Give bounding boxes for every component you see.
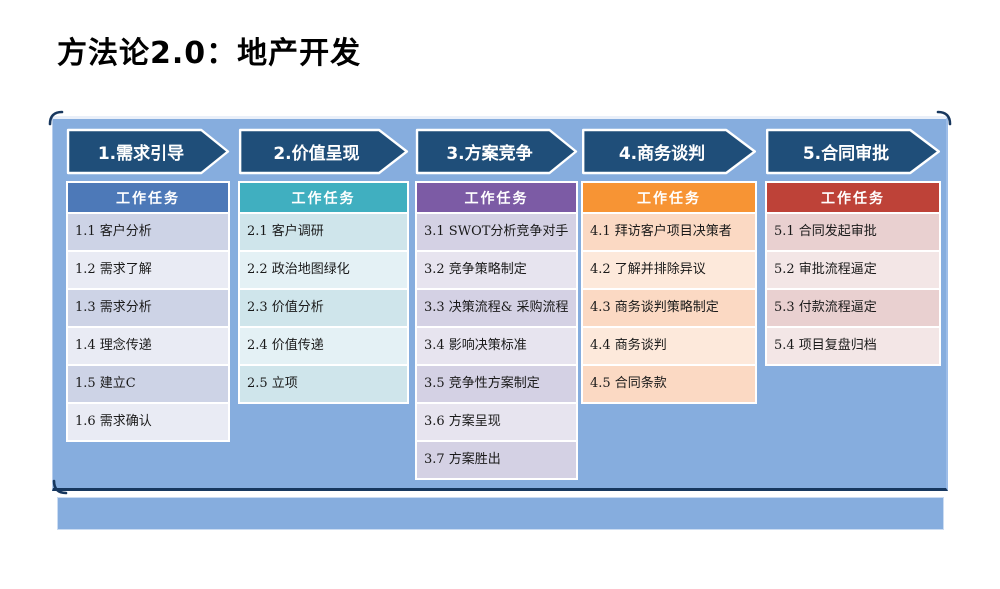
task-row: 1.6 需求确认	[68, 404, 228, 440]
task-row: 5.1 合同发起审批	[767, 214, 939, 250]
corner-flourish-icon	[48, 110, 64, 126]
task-row: 1.5 建立C	[68, 366, 228, 402]
task-row: 2.1 客户调研	[240, 214, 407, 250]
arrow-shape-icon	[66, 128, 230, 175]
tasks-list: 工作任务 2.1 客户调研 2.2 政治地图绿化 2.3 价值分析 2.4 价值…	[238, 181, 409, 404]
task-row: 3.2 竞争策略制定	[417, 252, 576, 288]
arrow-shape-icon	[765, 128, 941, 175]
stage-arrow-label: 2.价值呈现	[273, 144, 360, 164]
task-row: 1.2 需求了解	[68, 252, 228, 288]
task-row: 2.4 价值传递	[240, 328, 407, 364]
task-row: 1.1 客户分析	[68, 214, 228, 250]
arrow-shape-icon	[581, 128, 757, 175]
tasks-list: 工作任务 4.1 拜访客户项目决策者 4.2 了解并排除异议 4.3 商务谈判策…	[581, 181, 757, 404]
task-row: 3.6 方案呈现	[417, 404, 576, 440]
tasks-header-bar: 工作任务	[583, 183, 755, 212]
stage-arrow: 5.合同审批	[765, 128, 941, 175]
tasks-list: 工作任务 1.1 客户分析 1.2 需求了解 1.3 需求分析 1.4 理念传递…	[66, 181, 230, 442]
stage-arrow: 3.方案竞争	[415, 128, 578, 175]
task-row: 3.7 方案胜出	[417, 442, 576, 478]
stage-arrow-label: 1.需求引导	[97, 144, 185, 164]
arrow-shape-icon	[415, 128, 578, 175]
task-row: 3.3 决策流程& 采购流程	[417, 290, 576, 326]
task-row: 5.4 项目复盘归档	[767, 328, 939, 364]
tasks-list: 工作任务 5.1 合同发起审批 5.2 审批流程逼定 5.3 付款流程逼定 5.…	[765, 181, 941, 366]
tasks-header-bar: 工作任务	[417, 183, 576, 212]
footer-accent-bar	[57, 497, 944, 530]
tasks-header-bar: 工作任务	[240, 183, 407, 212]
task-row: 1.4 理念传递	[68, 328, 228, 364]
tasks-list: 工作任务 3.1 SWOT分析竞争对手 3.2 竞争策略制定 3.3 决策流程&…	[415, 181, 578, 480]
task-row: 2.3 价值分析	[240, 290, 407, 326]
tasks-header-bar: 工作任务	[767, 183, 939, 212]
tasks-header-bar: 工作任务	[68, 183, 228, 212]
task-row: 5.3 付款流程逼定	[767, 290, 939, 326]
task-row: 2.5 立项	[240, 366, 407, 402]
corner-flourish-icon	[936, 110, 952, 126]
stage-column-value: 2.价值呈现 工作任务 2.1 客户调研 2.2 政治地图绿化 2.3 价值分析…	[238, 128, 409, 404]
stage-column-demand: 1.需求引导 工作任务 1.1 客户分析 1.2 需求了解 1.3 需求分析 1…	[66, 128, 230, 442]
task-row: 4.3 商务谈判策略制定	[583, 290, 755, 326]
stage-column-competition: 3.方案竞争 工作任务 3.1 SWOT分析竞争对手 3.2 竞争策略制定 3.…	[415, 128, 578, 480]
arrow-shape-icon	[238, 128, 409, 175]
corner-flourish-icon	[52, 479, 68, 495]
process-panel: 1.需求引导 工作任务 1.1 客户分析 1.2 需求了解 1.3 需求分析 1…	[52, 116, 948, 491]
task-row: 5.2 审批流程逼定	[767, 252, 939, 288]
stage-column-negotiation: 4.商务谈判 工作任务 4.1 拜访客户项目决策者 4.2 了解并排除异议 4.…	[581, 128, 757, 404]
task-row: 2.2 政治地图绿化	[240, 252, 407, 288]
task-row: 3.5 竞争性方案制定	[417, 366, 576, 402]
stage-arrow: 2.价值呈现	[238, 128, 409, 175]
stage-arrow-label: 3.方案竞争	[446, 144, 533, 164]
stage-column-approval: 5.合同审批 工作任务 5.1 合同发起审批 5.2 审批流程逼定 5.3 付款…	[765, 128, 941, 366]
task-row: 1.3 需求分析	[68, 290, 228, 326]
task-row: 4.4 商务谈判	[583, 328, 755, 364]
stage-arrow: 1.需求引导	[66, 128, 230, 175]
task-row: 3.4 影响决策标准	[417, 328, 576, 364]
task-row: 4.1 拜访客户项目决策者	[583, 214, 755, 250]
stage-arrow: 4.商务谈判	[581, 128, 757, 175]
task-row: 4.2 了解并排除异议	[583, 252, 755, 288]
stage-arrow-label: 4.商务谈判	[618, 144, 706, 164]
task-row: 3.1 SWOT分析竞争对手	[417, 214, 576, 250]
task-row: 4.5 合同条款	[583, 366, 755, 402]
page-title: 方法论2.0：地产开发	[57, 36, 362, 71]
stage-arrow-label: 5.合同审批	[802, 144, 890, 164]
